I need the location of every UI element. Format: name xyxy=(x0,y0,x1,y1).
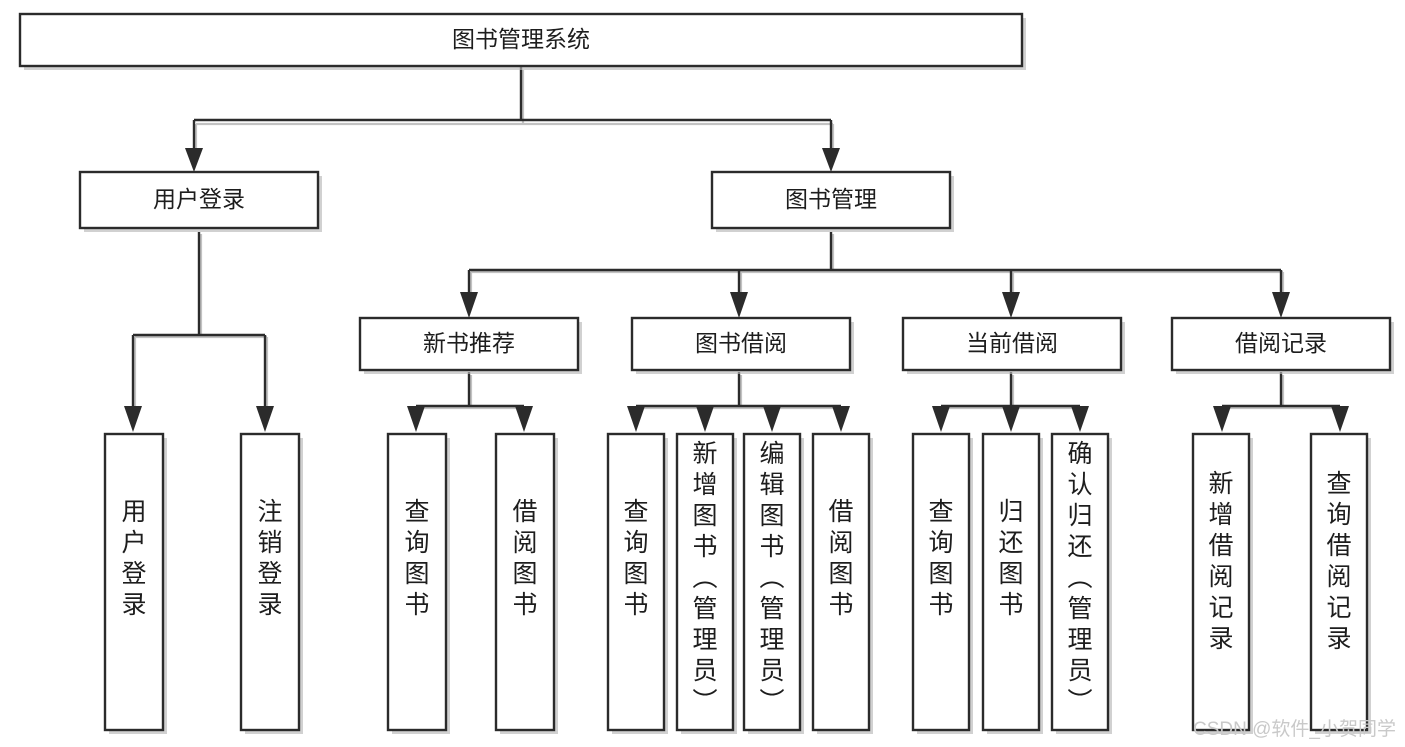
book-manage-label: 图书管理 xyxy=(785,186,877,212)
leaf-edit-book-label: 编辑图书︵管理员︶ xyxy=(759,440,784,716)
book-borrow-box[interactable] xyxy=(630,316,852,372)
connector-newbook-to-leaves xyxy=(407,372,533,432)
leaf-add-record-box[interactable] xyxy=(1191,432,1251,732)
node-leaf-borrow-book-1[interactable]: 借阅图书 xyxy=(494,432,558,734)
node-leaf-query-record[interactable]: 查询借阅记录 xyxy=(1309,432,1371,734)
root-box[interactable] xyxy=(18,12,1024,68)
leaf-borrow-book-1-box[interactable] xyxy=(494,432,556,732)
leaf-add-book-box[interactable] xyxy=(675,432,735,732)
node-user-login[interactable]: 用户登录 xyxy=(78,170,322,232)
leaf-query-book-1-label: 查询图书 xyxy=(404,498,429,619)
arrow-to-leaf-query-book-3 xyxy=(932,406,950,432)
user-login-label: 用户登录 xyxy=(153,186,245,212)
node-leaf-add-record[interactable]: 新增借阅记录 xyxy=(1191,432,1253,734)
leaf-edit-book-box[interactable] xyxy=(742,432,802,732)
node-leaf-confirm-return[interactable]: 确认归还︵管理员︶ xyxy=(1050,432,1112,734)
node-leaf-logout-login[interactable]: 注销登录 xyxy=(239,432,303,734)
leaf-query-book-3-label: 查询图书 xyxy=(928,498,953,619)
leaf-query-book-2-label: 查询图书 xyxy=(623,498,648,619)
node-root[interactable]: 图书管理系统 xyxy=(18,12,1026,70)
leaf-query-book-1-box[interactable] xyxy=(386,432,448,732)
arrow-to-new-book-recommend xyxy=(460,292,478,318)
node-leaf-query-book-2[interactable]: 查询图书 xyxy=(606,432,668,734)
leaf-query-book-2-box[interactable] xyxy=(606,432,666,732)
borrow-record-label: 借阅记录 xyxy=(1235,330,1327,356)
leaf-logout-login-label: 注销登录 xyxy=(257,498,282,619)
arrow-to-leaf-edit-book xyxy=(763,406,781,432)
arrow-to-leaf-add-book xyxy=(696,406,714,432)
current-borrow-label: 当前借阅 xyxy=(966,330,1058,356)
node-book-borrow[interactable]: 图书借阅 xyxy=(630,316,854,374)
leaf-return-book-label: 归还图书 xyxy=(998,498,1023,619)
node-new-book-recommend[interactable]: 新书推荐 xyxy=(358,316,582,374)
connector-borrowrecord-to-leaves xyxy=(1213,372,1349,432)
borrow-record-box[interactable] xyxy=(1170,316,1392,372)
arrow-to-leaf-logout-login xyxy=(256,406,274,432)
node-borrow-record[interactable]: 借阅记录 xyxy=(1170,316,1394,374)
node-book-manage[interactable]: 图书管理 xyxy=(710,170,954,232)
connector-root-to-level1 xyxy=(185,66,840,172)
arrow-to-leaf-return-book xyxy=(1002,406,1020,432)
connector-bookmanage-to-level2 xyxy=(460,232,1290,318)
leaf-confirm-return-box[interactable] xyxy=(1050,432,1110,732)
leaf-user-login-label: 用户登录 xyxy=(121,498,146,619)
arrow-to-current-borrow xyxy=(1002,292,1020,318)
node-leaf-borrow-book-2[interactable]: 借阅图书 xyxy=(811,432,873,734)
leaf-user-login-box[interactable] xyxy=(103,432,165,732)
leaf-borrow-book-1-label: 借阅图书 xyxy=(512,498,537,619)
connector-userlogin-to-leaves xyxy=(124,232,274,432)
book-borrow-label: 图书借阅 xyxy=(695,330,787,356)
leaf-query-record-label: 查询借阅记录 xyxy=(1326,470,1351,653)
arrow-to-borrow-record xyxy=(1272,292,1290,318)
node-leaf-query-book-1[interactable]: 查询图书 xyxy=(386,432,450,734)
arrow-to-leaf-borrow-book-1 xyxy=(515,406,533,432)
arrow-to-leaf-user-login xyxy=(124,406,142,432)
leaf-add-book-label: 新增图书︵管理员︶ xyxy=(692,440,717,716)
user-login-box[interactable] xyxy=(78,170,320,230)
current-borrow-box[interactable] xyxy=(901,316,1123,372)
leaf-add-record-label: 新增借阅记录 xyxy=(1208,470,1233,653)
arrow-to-user-login xyxy=(185,148,203,172)
arrow-to-leaf-add-record xyxy=(1213,406,1231,432)
leaf-borrow-book-2-box[interactable] xyxy=(811,432,871,732)
csdn-watermark: CSDN @软件_小贺同学 xyxy=(1193,718,1396,740)
node-leaf-return-book[interactable]: 归还图书 xyxy=(981,432,1043,734)
arrow-to-leaf-query-book-1 xyxy=(407,406,425,432)
connector-bookborrow-to-leaves xyxy=(627,372,850,432)
book-manage-box[interactable] xyxy=(710,170,952,230)
leaf-query-record-box[interactable] xyxy=(1309,432,1369,732)
arrow-to-leaf-confirm-return xyxy=(1071,406,1089,432)
node-leaf-edit-book[interactable]: 编辑图书︵管理员︶ xyxy=(742,432,804,734)
leaf-borrow-book-2-label: 借阅图书 xyxy=(828,498,853,619)
arrow-to-leaf-query-record xyxy=(1331,406,1349,432)
connector-currentborrow-to-leaves xyxy=(932,372,1089,432)
node-current-borrow[interactable]: 当前借阅 xyxy=(901,316,1125,374)
node-leaf-query-book-3[interactable]: 查询图书 xyxy=(911,432,973,734)
node-leaf-add-book[interactable]: 新增图书︵管理员︶ xyxy=(675,432,737,734)
leaf-return-book-box[interactable] xyxy=(981,432,1041,732)
arrow-to-leaf-borrow-book-2 xyxy=(832,406,850,432)
arrow-to-book-borrow xyxy=(730,292,748,318)
connector-layer xyxy=(124,66,1349,432)
arrow-to-leaf-query-book-2 xyxy=(627,406,645,432)
new-book-recommend-box[interactable] xyxy=(358,316,580,372)
leaf-logout-login-box[interactable] xyxy=(239,432,301,732)
leaf-query-book-3-box[interactable] xyxy=(911,432,971,732)
node-leaf-user-login[interactable]: 用户登录 xyxy=(103,432,167,734)
root-label: 图书管理系统 xyxy=(452,26,590,52)
leaf-confirm-return-label: 确认归还︵管理员︶ xyxy=(1067,440,1092,716)
arrow-to-book-manage xyxy=(822,148,840,172)
new-book-recommend-label: 新书推荐 xyxy=(423,330,515,356)
